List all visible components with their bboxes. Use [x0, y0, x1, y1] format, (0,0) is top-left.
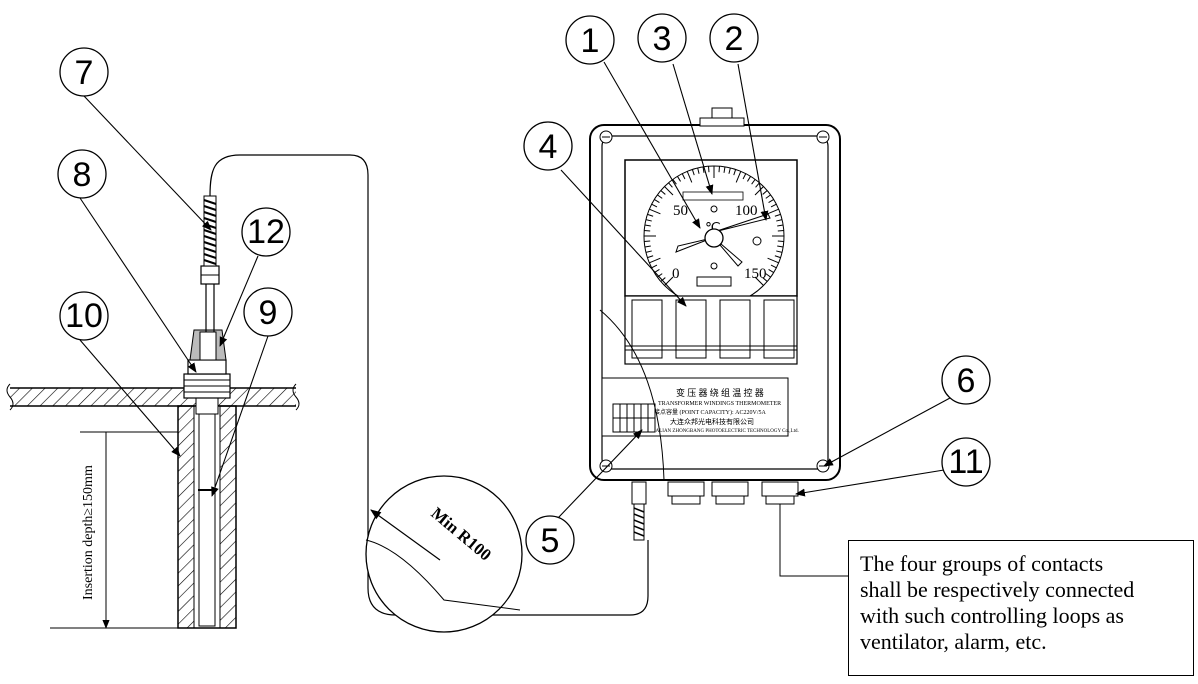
bend-radius-detail: Min R100 [366, 476, 522, 632]
note-line-2: shall be respectively connected [860, 577, 1193, 603]
callout-6-label: 6 [957, 362, 976, 400]
dial-label-150: 150 [744, 266, 767, 282]
insertion-depth-dimension: Insertion depth≥150mm [50, 432, 178, 628]
callout-8-label: 8 [73, 156, 92, 194]
callout-1-label: 1 [581, 22, 600, 60]
thermowell [178, 406, 236, 628]
dial-label-100: 100 [735, 203, 758, 219]
transformer-cover-section [7, 384, 299, 410]
callout-8: 8 [58, 150, 106, 198]
callout-11-label: 11 [948, 443, 983, 481]
nameplate-capacity: 接点容量 (POINT CAPACITY): AC220V/5A [654, 408, 767, 416]
nameplate-company-cn: 大连众邦光电科技有限公司 [670, 417, 754, 426]
note-line-1: The four groups of contacts [860, 551, 1193, 577]
callout-2: 2 [710, 14, 758, 62]
callout-12-label: 12 [247, 213, 285, 251]
terminal-block [613, 404, 655, 432]
note-line-4: ventilator, alarm, etc. [860, 629, 1193, 655]
callout-4: 4 [524, 122, 572, 170]
nameplate-company-en: DALIAN ZHONGBANG PHOTOELECTRIC TECHNOLOG… [652, 429, 799, 434]
controller-housing: 0 50 100 150 ℃ 变 压 器 绕 组 温 控 器 TRANSFORM… [590, 108, 840, 540]
callout-10-label: 10 [65, 297, 103, 335]
callout-2-label: 2 [725, 20, 744, 58]
callout-10: 10 [60, 292, 108, 340]
callout-1: 1 [566, 16, 614, 64]
callout-6: 6 [942, 356, 990, 404]
callout-3: 3 [638, 14, 686, 62]
callout-5-label: 5 [541, 522, 560, 560]
callout-4-label: 4 [539, 128, 558, 166]
nameplate-title-en: TRANSFORMER WINDINGS THERMOMETER [658, 401, 781, 407]
callout-11: 11 [942, 438, 990, 486]
callout-7-label: 7 [75, 54, 94, 92]
insertion-depth-label: Insertion depth≥150mm [81, 465, 96, 600]
callout-7: 7 [60, 48, 108, 96]
dial-label-0: 0 [672, 266, 680, 282]
callout-5: 5 [526, 516, 574, 564]
sensor-probe-fitting [184, 196, 230, 414]
callout-3-label: 3 [653, 20, 672, 58]
callout-9-label: 9 [259, 294, 278, 332]
dial-label-50: 50 [673, 203, 688, 219]
contacts-lead-wire [780, 504, 848, 576]
contacts-note-box: The four groups of contacts shall be res… [848, 540, 1194, 676]
callout-9: 9 [244, 288, 292, 336]
note-line-3: with such controlling loops as [860, 603, 1193, 629]
callout-12: 12 [242, 208, 290, 256]
nameplate-title-cn: 变 压 器 绕 组 温 控 器 [676, 387, 764, 398]
cable-gland [632, 482, 798, 540]
